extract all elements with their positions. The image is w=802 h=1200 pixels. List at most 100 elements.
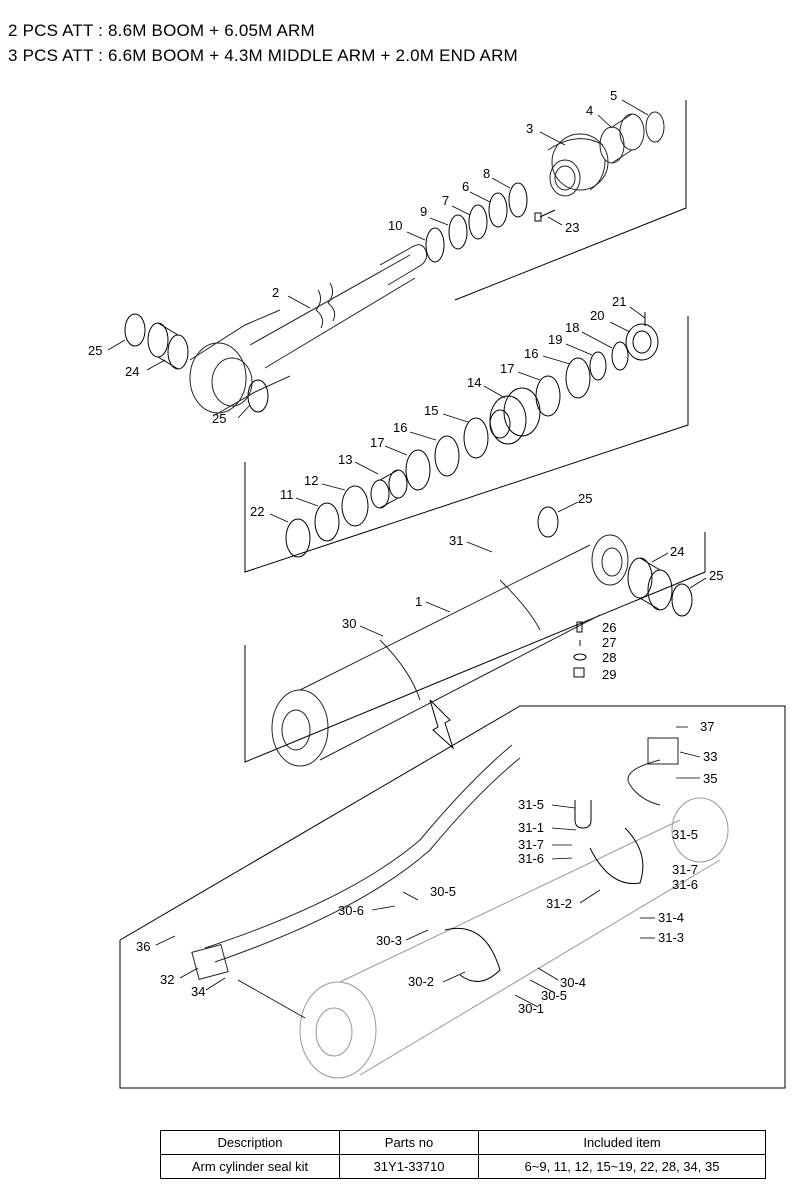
cell-included-item: 6~9, 11, 12, 15~19, 22, 28, 34, 35: [478, 1154, 766, 1179]
callout: 16: [524, 346, 538, 361]
callout: 29: [602, 667, 616, 682]
piston-rod: [189, 244, 428, 416]
callout: 31: [449, 533, 463, 548]
bushing-24-left: [147, 322, 189, 370]
callout: 14: [467, 375, 481, 390]
callout: 3: [526, 121, 533, 136]
rod-cover: [547, 133, 609, 197]
cylinder-tube-1: [271, 534, 629, 767]
header-included-item: Included item: [478, 1130, 766, 1155]
callout: 16: [393, 420, 407, 435]
ring-15: [463, 417, 489, 459]
seal-kit-table: Description Parts no Included item Arm c…: [160, 1130, 766, 1179]
callout: 30-1: [518, 1001, 544, 1016]
callout: 20: [590, 308, 604, 323]
piston-nut-20: [625, 312, 659, 361]
callout: 30-4: [560, 975, 586, 990]
header-description: Description: [160, 1130, 340, 1155]
bolt-23: [534, 209, 556, 222]
callout: 25: [709, 568, 723, 583]
table-header-row: Description Parts no Included item: [160, 1130, 766, 1155]
ring-12: [341, 485, 369, 527]
ring-11: [314, 502, 340, 542]
clamp-30-2: [444, 927, 501, 982]
callout: 31-7: [518, 837, 544, 852]
callout-labels: 5 4 3 8 6 7 9 10 23 2 25 24 25 21 20 18 …: [88, 88, 723, 1016]
ring-17-left: [405, 449, 431, 491]
bushing-4: [599, 113, 645, 164]
ring-8: [508, 182, 528, 218]
callout: 37: [700, 719, 714, 734]
callout: 25: [578, 491, 592, 506]
callout: 1: [415, 594, 422, 609]
clamp-31-2: [589, 827, 644, 885]
ring-25-left: [124, 313, 146, 347]
callout: 33: [703, 749, 717, 764]
callout: 21: [612, 294, 626, 309]
callout: 10: [388, 218, 402, 233]
callout: 32: [160, 972, 174, 987]
callout: 34: [191, 984, 205, 999]
callout: 26: [602, 620, 616, 635]
callout: 30-5: [430, 884, 456, 899]
ring-6: [488, 192, 508, 228]
callout: 31-3: [658, 930, 684, 945]
callout: 19: [548, 332, 562, 347]
callout: 24: [670, 544, 684, 559]
callout: 31-1: [518, 820, 544, 835]
table-row: Arm cylinder seal kit 31Y1-33710 6~9, 11…: [160, 1154, 766, 1179]
leader-lines: [107, 99, 707, 1019]
u-bolt-31-5: [574, 800, 592, 829]
callout: 15: [424, 403, 438, 418]
callout: 31-6: [672, 877, 698, 892]
ring-18: [611, 341, 629, 371]
callout: 30-2: [408, 974, 434, 989]
grease-parts-26-29: [573, 621, 587, 678]
bushing-24-right: [627, 557, 673, 611]
header-parts-no: Parts no: [339, 1130, 479, 1155]
callout: 36: [136, 939, 150, 954]
ring-25-top: [537, 506, 559, 538]
callout: 12: [304, 473, 318, 488]
callout: 17: [500, 361, 514, 376]
callout: 8: [483, 166, 490, 181]
group-frame-rod: [454, 100, 687, 301]
callout: 25: [88, 343, 102, 358]
callout: 31-5: [672, 827, 698, 842]
callout: 13: [338, 452, 352, 467]
callout: 31-4: [658, 910, 684, 925]
callout: 17: [370, 435, 384, 450]
group-frame-tube: [244, 532, 706, 763]
callout: 28: [602, 650, 616, 665]
callout: 11: [280, 487, 294, 502]
callout: 22: [250, 504, 264, 519]
title-line-1: 2 PCS ATT : 8.6M BOOM + 6.05M ARM: [8, 21, 315, 40]
callout: 6: [462, 179, 469, 194]
detail-arrow: [429, 699, 455, 750]
callout: 30-3: [376, 933, 402, 948]
ring-16-left: [434, 435, 460, 477]
cell-description: Arm cylinder seal kit: [160, 1154, 340, 1179]
callout: 31-7: [672, 862, 698, 877]
callout: 7: [442, 193, 449, 208]
callout: 24: [125, 364, 139, 379]
callout: 30-5: [541, 988, 567, 1003]
callout: 23: [565, 220, 579, 235]
ring-25-lower: [247, 379, 269, 413]
callout: 9: [420, 204, 427, 219]
lower-tube-ghost: [299, 797, 729, 1079]
callout: 18: [565, 320, 579, 335]
ring-7: [468, 204, 488, 240]
pipe-34-assembly: [191, 744, 521, 981]
ring-25-right: [671, 583, 693, 617]
ring-19: [589, 351, 607, 381]
piston-14: [489, 387, 541, 445]
group-frame-piston: [244, 316, 689, 573]
ring-10: [425, 227, 445, 263]
callout: 25: [212, 411, 226, 426]
callout: 30: [342, 616, 356, 631]
callout: 31-5: [518, 797, 544, 812]
callout: 31-2: [546, 896, 572, 911]
callout: 5: [610, 88, 617, 103]
